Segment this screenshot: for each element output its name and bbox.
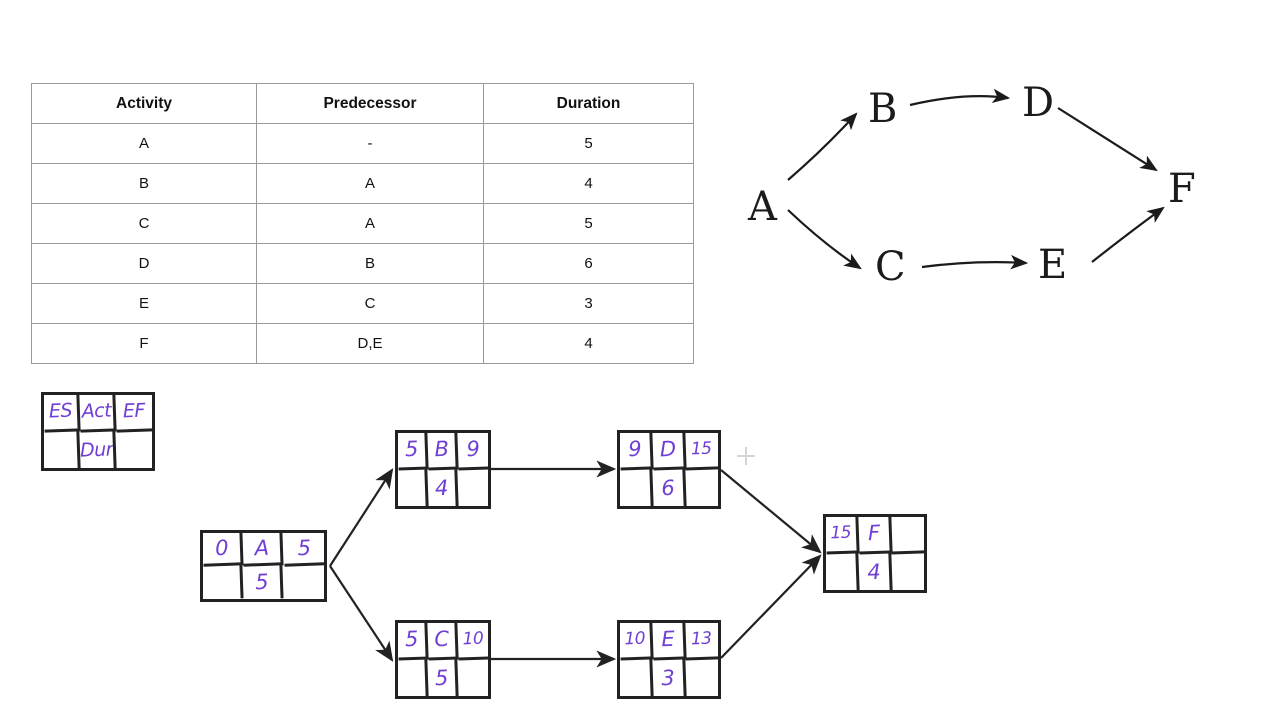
aon-sketch-diagram: A B C D E F [747, 80, 1196, 290]
sketch-node-e: E [1038, 242, 1067, 288]
node-f-es: 15 [825, 516, 860, 555]
cell-predecessor: A [256, 163, 484, 204]
table-header-row: Activity Predecessor Duration [31, 83, 694, 124]
node-a-blank-left [202, 565, 244, 600]
node-d-es: 9 [619, 432, 654, 471]
node-c-blank-left [397, 658, 429, 697]
legend-blank-left [43, 430, 81, 469]
node-d-ef: 15 [684, 432, 719, 471]
node-c-duration: 5 [427, 658, 459, 697]
node-a-duration: 5 [242, 565, 285, 600]
node-b-duration: 4 [427, 468, 459, 507]
table-row: F D,E 4 [31, 323, 694, 364]
column-header-predecessor: Predecessor [256, 83, 484, 124]
node-c-es: 5 [397, 622, 429, 661]
node-b-blank-left [397, 468, 429, 507]
node-c-ef: 10 [457, 622, 489, 661]
cell-predecessor: D,E [256, 323, 484, 364]
cell-duration: 5 [483, 203, 694, 244]
legend-es-label: ES [43, 394, 81, 433]
sketch-edge-c-e [921, 254, 1029, 270]
network-edge-a-c [329, 565, 394, 662]
table-row: B A 4 [31, 163, 694, 204]
node-a-blank-right [283, 565, 324, 599]
network-node-e: 10 E 13 3 [617, 620, 721, 699]
node-d-blank-left [619, 468, 654, 507]
node-c-activity: C [427, 622, 459, 661]
network-node-b: 5 B 9 4 [395, 430, 491, 509]
network-edge-d-f [720, 469, 822, 554]
node-e-activity: E [652, 622, 686, 661]
node-d-duration: 6 [652, 468, 686, 507]
node-e-blank-left [619, 658, 654, 697]
network-node-a: 0 A 5 5 [200, 530, 327, 602]
cell-activity: A [31, 123, 257, 164]
cell-duration: 4 [483, 163, 694, 204]
sketch-node-f: F [1168, 166, 1196, 212]
node-e-ef: 13 [684, 622, 719, 661]
sketch-edge-d-f [1057, 107, 1158, 172]
crosshair-cursor-icon [737, 447, 755, 465]
node-f-activity: F [858, 516, 892, 555]
node-c-blank-right [457, 659, 488, 697]
node-d-activity: D [652, 432, 686, 471]
node-f-blank-right [891, 553, 925, 591]
node-b-activity: B [427, 432, 459, 471]
sketch-edge-e-f [1091, 206, 1165, 263]
cell-activity: C [31, 203, 257, 244]
node-b-es: 5 [397, 432, 429, 471]
sketch-node-b: B [868, 86, 897, 132]
legend-key-box: ES Act EF Dur [41, 392, 155, 471]
cell-predecessor: C [256, 283, 484, 324]
table-row: D B 6 [31, 243, 694, 284]
sketch-node-d: D [1022, 80, 1054, 126]
cell-activity: B [31, 163, 257, 204]
sketch-edge-b-d [909, 88, 1011, 107]
node-b-blank-right [457, 469, 488, 507]
node-a-activity: A [242, 532, 285, 567]
node-f-blank-left [825, 552, 860, 591]
cell-duration: 4 [483, 323, 694, 364]
node-e-blank-right [685, 659, 719, 697]
network-node-f: 15 F 4 [823, 514, 927, 593]
sketch-edge-a-c [787, 209, 862, 270]
network-node-d: 9 D 15 6 [617, 430, 721, 509]
node-d-blank-right [685, 469, 719, 507]
cell-duration: 6 [483, 243, 694, 284]
column-header-activity: Activity [31, 83, 257, 124]
node-e-duration: 3 [652, 658, 686, 697]
table-row: A - 5 [31, 123, 694, 164]
cell-duration: 3 [483, 283, 694, 324]
node-b-ef: 9 [457, 432, 489, 471]
sketch-node-c: C [875, 244, 906, 290]
legend-ef-label: EF [115, 394, 153, 433]
cell-activity: F [31, 323, 257, 364]
cell-activity: E [31, 283, 257, 324]
cell-duration: 5 [483, 123, 694, 164]
sketch-node-a: A [747, 184, 778, 230]
node-f-duration: 4 [858, 552, 892, 591]
network-edge-e-f [720, 554, 822, 659]
column-header-duration: Duration [483, 83, 694, 124]
node-e-es: 10 [619, 622, 654, 661]
node-a-ef: 5 [283, 532, 325, 567]
cell-predecessor: B [256, 243, 484, 284]
legend-act-label: Act [79, 394, 117, 433]
sketch-edge-a-b [787, 112, 858, 181]
node-a-es: 0 [202, 532, 244, 567]
legend-blank-right [115, 431, 152, 469]
network-node-c: 5 C 10 5 [395, 620, 491, 699]
node-f-ef [890, 516, 925, 555]
network-edge-a-b [329, 468, 394, 567]
cell-activity: D [31, 243, 257, 284]
cell-predecessor: A [256, 203, 484, 244]
legend-dur-label: Dur [79, 430, 117, 469]
table-row: C A 5 [31, 203, 694, 244]
table-row: E C 3 [31, 283, 694, 324]
activity-table: Activity Predecessor Duration A - 5 B A … [31, 83, 694, 364]
cell-predecessor: - [256, 123, 484, 164]
